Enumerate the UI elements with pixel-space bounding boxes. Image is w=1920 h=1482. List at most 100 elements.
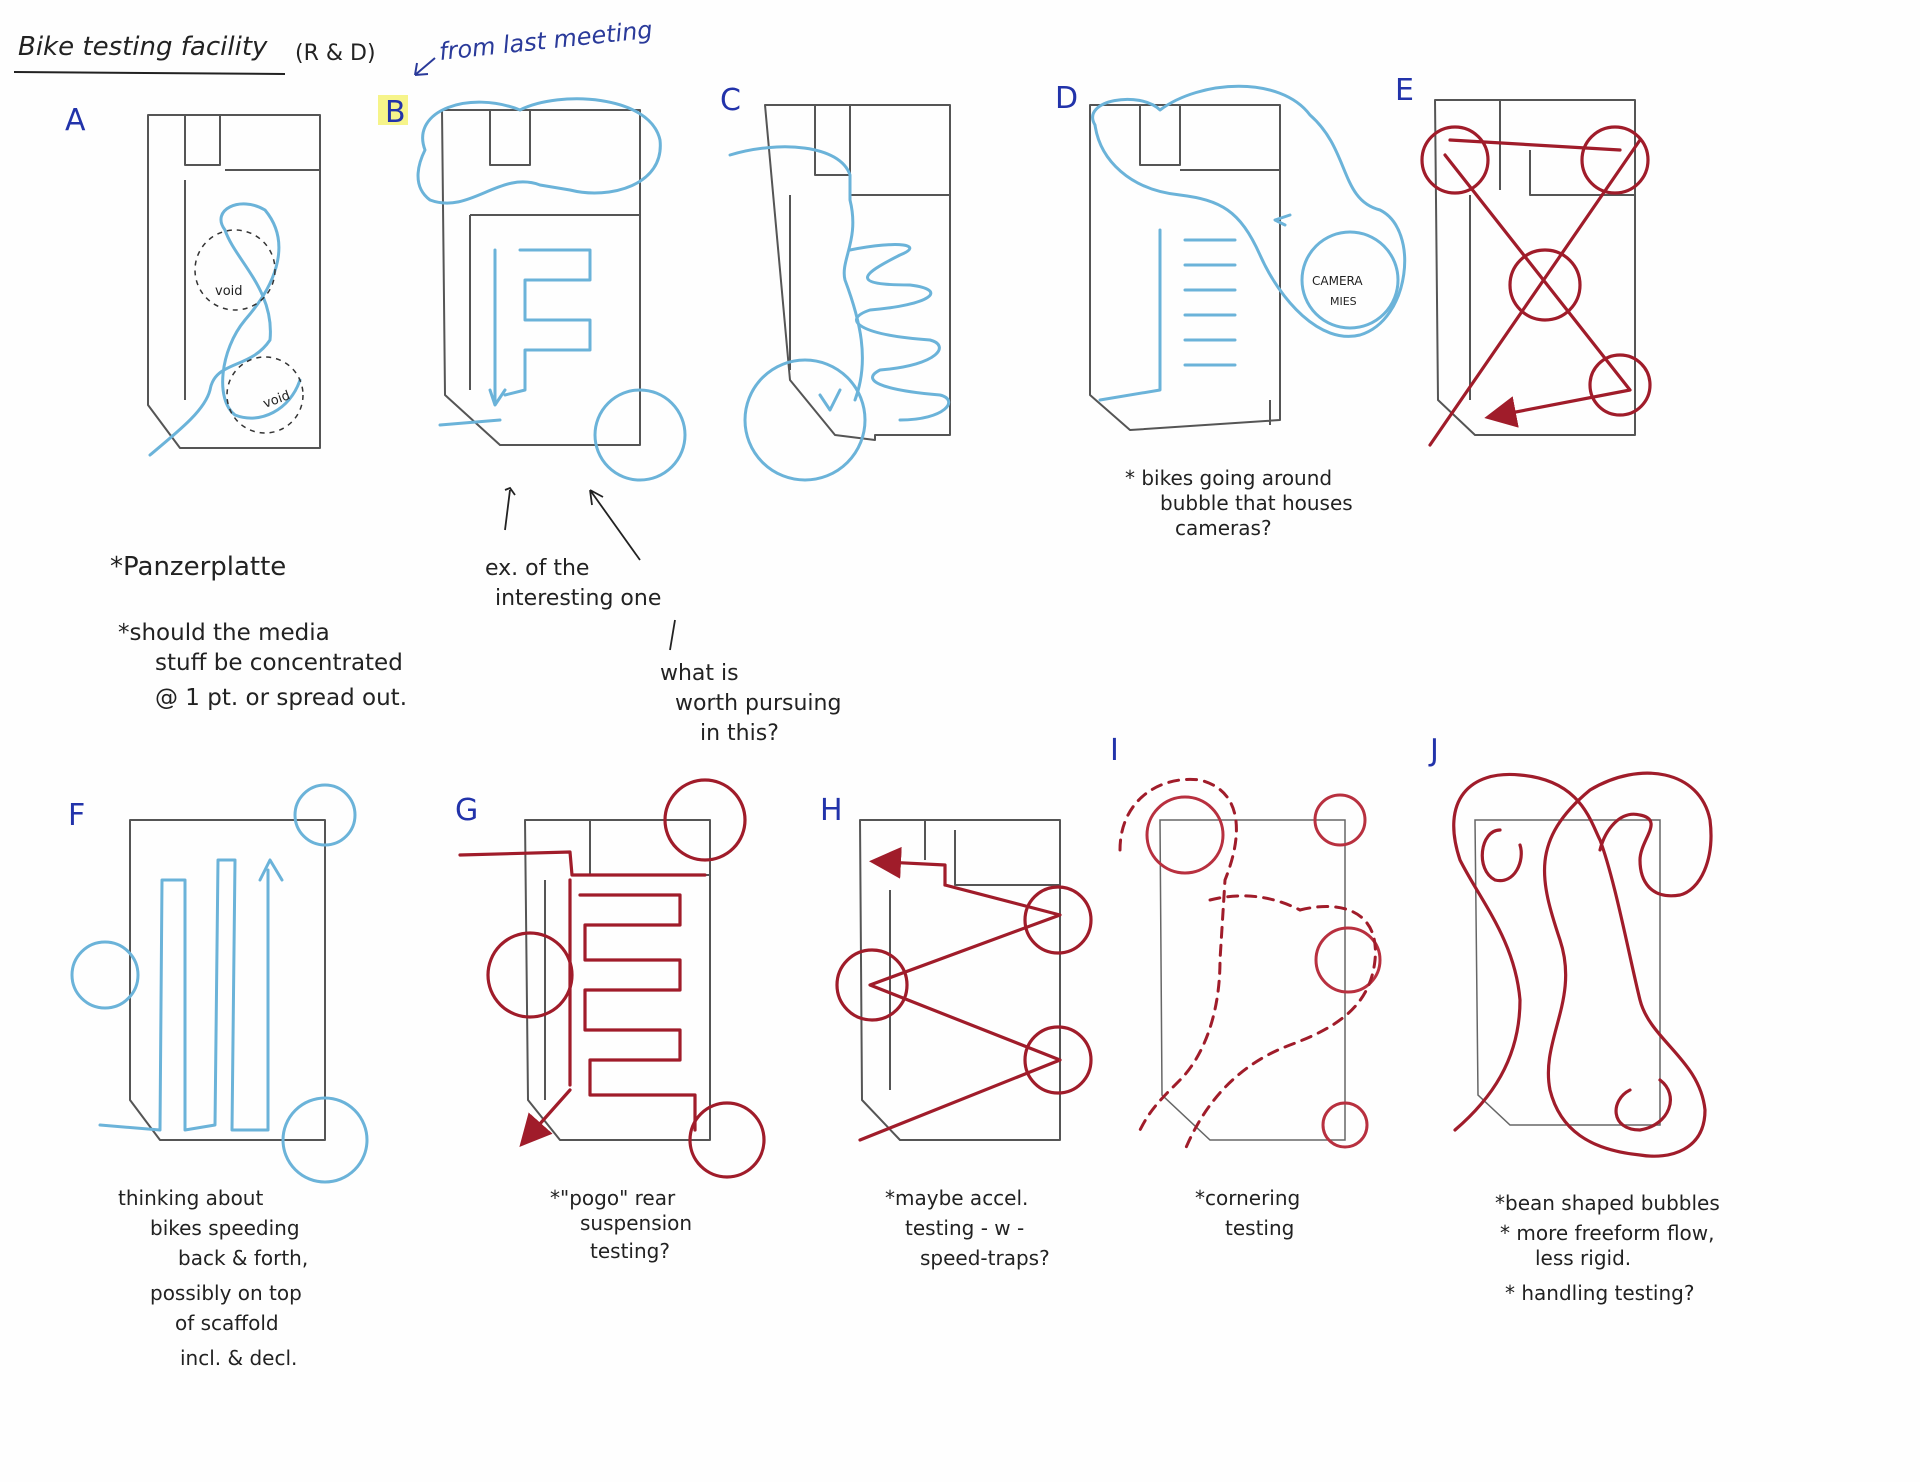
entry-g xyxy=(458,850,707,877)
panel-label-d: D xyxy=(1055,81,1078,116)
panel-label-f: F xyxy=(68,798,85,833)
note-a-1: *Panzerplatte xyxy=(110,552,286,582)
panel-h: H *maybe accel. testing - w - speed-trap… xyxy=(820,793,1093,1270)
note-d-3: cameras? xyxy=(1175,516,1272,540)
title-block: Bike testing facility (R & D) from last … xyxy=(13,16,654,76)
panel-label-g: G xyxy=(455,793,478,828)
note-f-1: thinking about xyxy=(118,1186,263,1210)
floorplan-j xyxy=(1474,819,1661,1126)
station-g-2 xyxy=(486,931,574,1019)
floorplan-g xyxy=(524,819,711,1141)
floorplan-b xyxy=(441,109,641,446)
note-i-1: *cornering xyxy=(1195,1186,1300,1210)
note-g-1: *"pogo" rear xyxy=(550,1186,676,1210)
panel-j: J *bean shaped bubbles * more freeform f… xyxy=(1428,733,1720,1305)
note-d-2: bubble that houses xyxy=(1160,491,1353,515)
panel-i: I *cornering testing xyxy=(1110,733,1382,1240)
note-f-4: possibly on top xyxy=(150,1281,302,1305)
track-e xyxy=(1428,138,1642,447)
note-b-5: in this? xyxy=(700,721,779,746)
floorplan-f xyxy=(129,819,326,1141)
floorplan-i xyxy=(1159,819,1346,1141)
pointer-arrow-2 xyxy=(589,489,641,561)
entry-c xyxy=(728,145,864,402)
note-a-4: @ 1 pt. or spread out. xyxy=(155,685,407,711)
note-f-2: bikes speeding xyxy=(150,1216,300,1240)
note-f-3: back & forth, xyxy=(178,1246,308,1270)
speedtrap-h-3 xyxy=(1023,1025,1093,1095)
note-d-1: * bikes going around xyxy=(1125,466,1332,490)
track-h xyxy=(858,883,1062,1142)
panel-g: G *"pogo" rear suspension testing? xyxy=(455,778,766,1263)
station-e-1 xyxy=(1420,125,1490,195)
void-zone-1 xyxy=(194,229,276,311)
dashed-path-i-3 xyxy=(1208,894,1302,912)
floorplan-a xyxy=(147,114,321,449)
note-b-2: interesting one xyxy=(495,586,661,611)
station-e-3 xyxy=(1508,248,1582,322)
media-bubble-c xyxy=(743,358,867,482)
track-f xyxy=(98,858,270,1132)
note-h-1: *maybe accel. xyxy=(885,1186,1028,1210)
highlight-b xyxy=(378,95,408,125)
panel-d: D CAMERA MIES * bikes going around bubbl… xyxy=(1055,81,1407,540)
note-b-4: worth pursuing xyxy=(675,691,841,716)
station-e-4 xyxy=(1588,353,1652,417)
panel-label-c: C xyxy=(720,83,741,118)
track-b xyxy=(488,248,592,407)
from-last-meeting-note: from last meeting xyxy=(438,16,654,66)
dashed-path-i-1 xyxy=(1118,777,1238,1132)
note-b-3: what is xyxy=(660,661,739,686)
note-g-3: testing? xyxy=(590,1239,670,1263)
panel-f: F thinking about bikes speeding back & f… xyxy=(68,783,369,1370)
media-bubble-b xyxy=(593,388,687,482)
note-g-2: suspension xyxy=(580,1211,692,1235)
panel-label-b: B xyxy=(385,95,406,130)
page-title: Bike testing facility xyxy=(18,32,268,62)
panel-label-a: A xyxy=(65,103,86,138)
panel-label-j: J xyxy=(1428,733,1439,768)
floorplan-e xyxy=(1434,99,1636,436)
arrow-f xyxy=(258,858,284,882)
floorplan-d xyxy=(1089,104,1281,431)
media-bubble-f-1 xyxy=(293,783,357,847)
note-i-2: testing xyxy=(1225,1216,1294,1240)
track-a xyxy=(148,202,302,457)
note-b-1: ex. of the xyxy=(485,556,589,581)
camera-label-2: MIES xyxy=(1330,295,1357,308)
note-j-3: less rigid. xyxy=(1535,1246,1631,1270)
blue-cloud-d xyxy=(1091,84,1407,338)
void-label-2: void xyxy=(261,388,292,412)
media-bubble-f-3 xyxy=(281,1096,369,1184)
title-suffix: (R & D) xyxy=(295,41,376,66)
speedtrap-h-2 xyxy=(835,948,909,1022)
exit-arrow-g xyxy=(519,1088,572,1147)
panel-label-e: E xyxy=(1395,73,1414,108)
corner-i-3 xyxy=(1314,926,1382,994)
entry-b xyxy=(438,418,502,427)
station-g-3 xyxy=(688,1101,766,1179)
media-bubble-f-2 xyxy=(70,940,140,1010)
station-e-2 xyxy=(1580,125,1650,195)
note-a-3: stuff be concentrated xyxy=(155,650,403,676)
panel-b: B ex. of the interesting one what is wor… xyxy=(378,95,841,746)
note-arrow xyxy=(414,57,436,76)
note-h-3: speed-traps? xyxy=(920,1246,1050,1270)
arrow-c xyxy=(818,388,842,412)
note-f-6: incl. & decl. xyxy=(180,1346,297,1370)
speedtrap-h-1 xyxy=(1023,885,1093,955)
corner-i-2 xyxy=(1313,793,1367,847)
panel-a: A void void *Panzerplatte *should the me… xyxy=(65,103,407,711)
pointer-arrow-1 xyxy=(504,486,516,531)
camera-label-1: CAMERA xyxy=(1312,274,1363,288)
bean-bubble-j-2 xyxy=(1614,1078,1672,1132)
corner-i-1 xyxy=(1145,795,1225,875)
panel-label-h: H xyxy=(820,793,843,828)
panel-label-i: I xyxy=(1110,733,1119,768)
station-g-1 xyxy=(663,778,747,862)
serpentine-g xyxy=(568,878,697,1132)
dashed-path-i-2 xyxy=(1183,905,1377,1152)
track-d xyxy=(1098,228,1237,402)
arrow-d xyxy=(1273,213,1292,227)
